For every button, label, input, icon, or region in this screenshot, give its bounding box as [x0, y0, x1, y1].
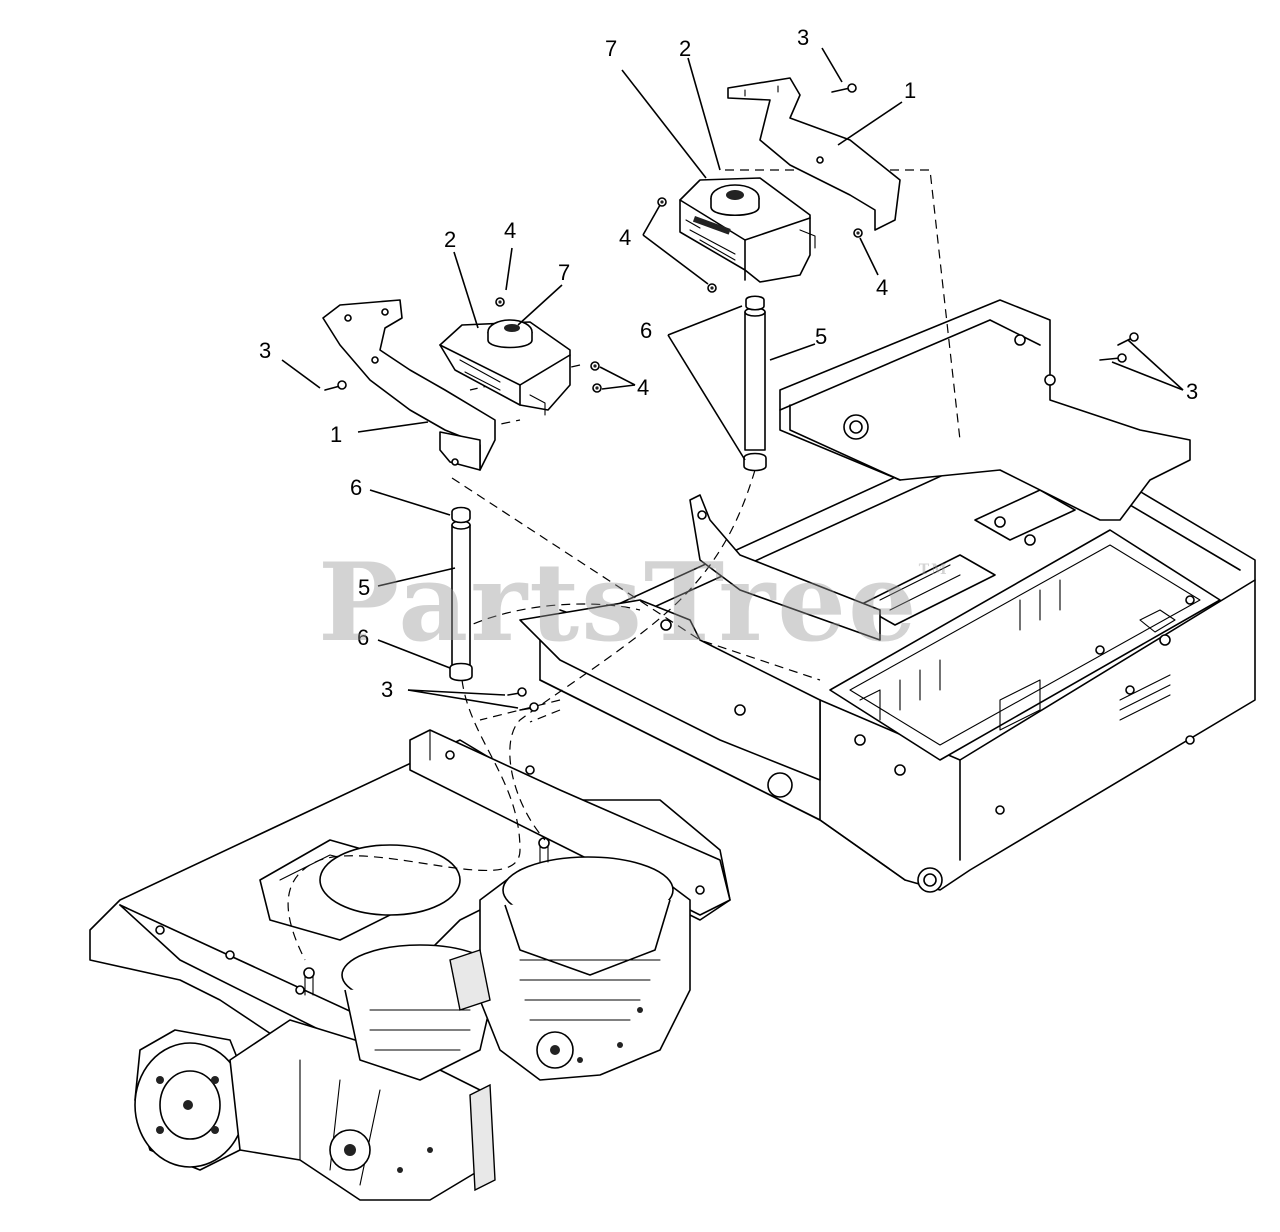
callout-1-left: 1 [330, 422, 342, 447]
callout-4-left-top: 4 [504, 218, 516, 243]
bracket-left [322, 299, 496, 471]
callout-5-right: 5 [815, 324, 827, 349]
callout-3-top: 3 [797, 25, 809, 50]
callout-2-right: 2 [679, 36, 691, 61]
callout-2-left: 2 [444, 227, 456, 252]
callout-4-right-nuts: 4 [619, 225, 631, 250]
callout-1-right: 1 [904, 78, 916, 103]
callout-6-right: 6 [640, 318, 652, 343]
leader-lines [281, 47, 1184, 709]
callout-labels: 7 2 3 1 2 4 7 4 4 6 5 3 4 3 1 6 5 6 3 [259, 25, 1198, 702]
rear-frame-left [89, 729, 731, 1201]
callout-6-left-top: 6 [350, 475, 362, 500]
reservoir-right [679, 177, 816, 283]
hose-left [449, 506, 473, 682]
callout-5-left: 5 [358, 575, 370, 600]
bracket-right [727, 77, 901, 231]
callout-3-frame: 3 [1186, 379, 1198, 404]
hose-right [743, 295, 767, 472]
callout-6-left-bottom: 6 [357, 625, 369, 650]
callout-4-left-nuts: 4 [637, 375, 649, 400]
callout-7-right: 7 [605, 36, 617, 61]
callout-7-left: 7 [558, 260, 570, 285]
callout-3-left: 3 [259, 338, 271, 363]
hardware [324, 83, 1139, 712]
callout-3-lower: 3 [381, 677, 393, 702]
main-frame-right [519, 299, 1256, 893]
callout-4-right-single: 4 [876, 275, 888, 300]
reservoir-left [439, 319, 571, 416]
